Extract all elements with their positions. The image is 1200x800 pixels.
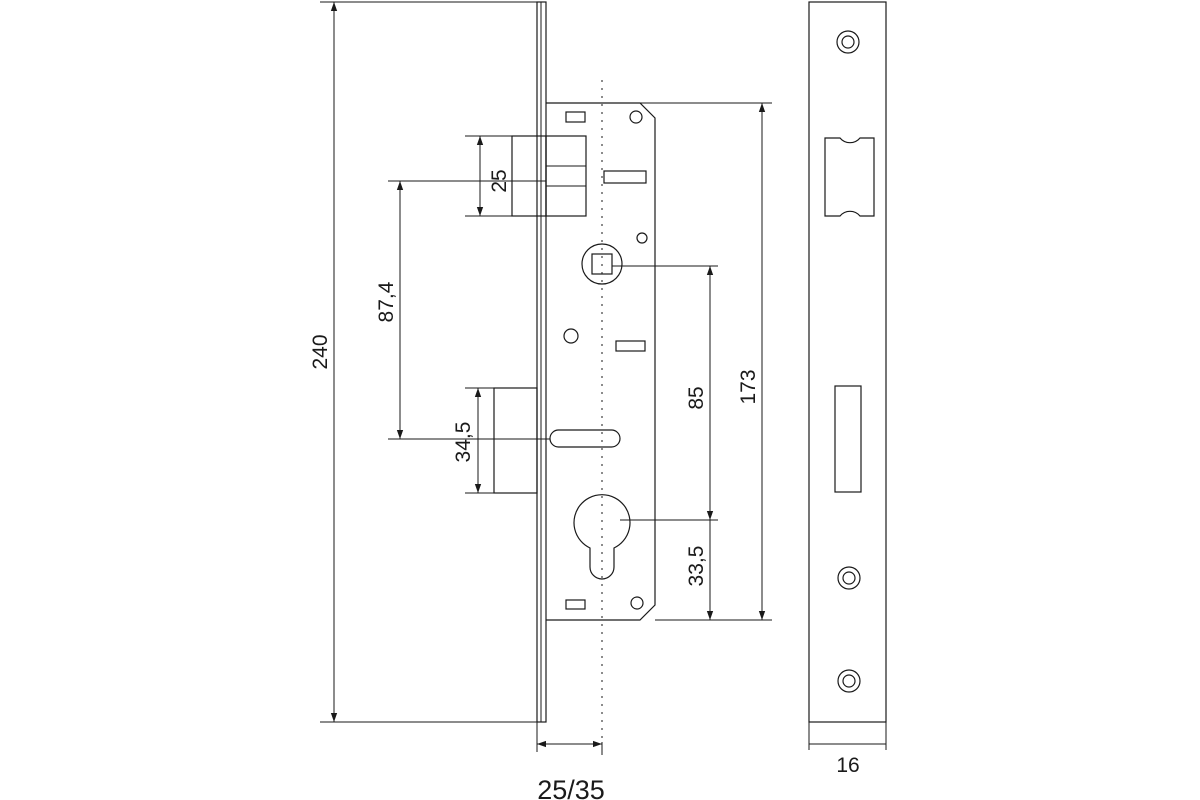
dim-25-label: 25 xyxy=(488,169,511,192)
side-view xyxy=(493,1,656,755)
dim-backset: 25/35 xyxy=(537,740,605,800)
dim-latch-to-bolt: 87,4 xyxy=(375,180,550,440)
front-faceplate xyxy=(808,1,887,723)
long-slot xyxy=(549,429,621,448)
cylinder-cutout xyxy=(573,494,631,580)
screw-hole-bottom xyxy=(630,596,644,610)
dim-cylinder-to-bottom: 33,5 xyxy=(685,520,714,620)
dim-33-5-label: 33,5 xyxy=(685,546,708,587)
slot-bottom xyxy=(565,599,586,610)
dim-backset-label: 25/35 xyxy=(537,775,605,800)
front-latch-opening xyxy=(824,137,875,217)
dim-87-4-label: 87,4 xyxy=(375,281,398,322)
front-screw-bottom xyxy=(837,669,861,693)
dim-latch-height: 25 xyxy=(465,135,512,217)
dim-body-height: 173 xyxy=(640,102,772,621)
screw-hole-top xyxy=(629,110,643,124)
latch-bolt xyxy=(511,135,587,217)
pin-hole xyxy=(636,232,648,244)
dim-handle-to-cylinder: 85 xyxy=(612,265,718,521)
front-bolt-opening xyxy=(834,385,862,493)
dim-16-label: 16 xyxy=(836,754,859,777)
slot-lower xyxy=(615,340,646,352)
screw-hole-mid xyxy=(563,328,579,344)
dim-total-height: 240 xyxy=(309,1,537,723)
lock-body xyxy=(546,102,656,621)
front-screw-middle xyxy=(837,566,861,590)
dead-bolt xyxy=(493,387,538,494)
front-screw-top xyxy=(836,30,860,54)
slot-upper xyxy=(603,170,647,184)
dim-34-5-label: 34,5 xyxy=(452,422,475,463)
dim-173-label: 173 xyxy=(737,369,760,404)
dim-85-label: 85 xyxy=(685,386,708,409)
slot-top xyxy=(565,111,586,123)
dim-bolt-height: 34,5 xyxy=(452,387,494,494)
dim-240-label: 240 xyxy=(309,334,332,369)
front-view: 16 xyxy=(808,1,887,777)
